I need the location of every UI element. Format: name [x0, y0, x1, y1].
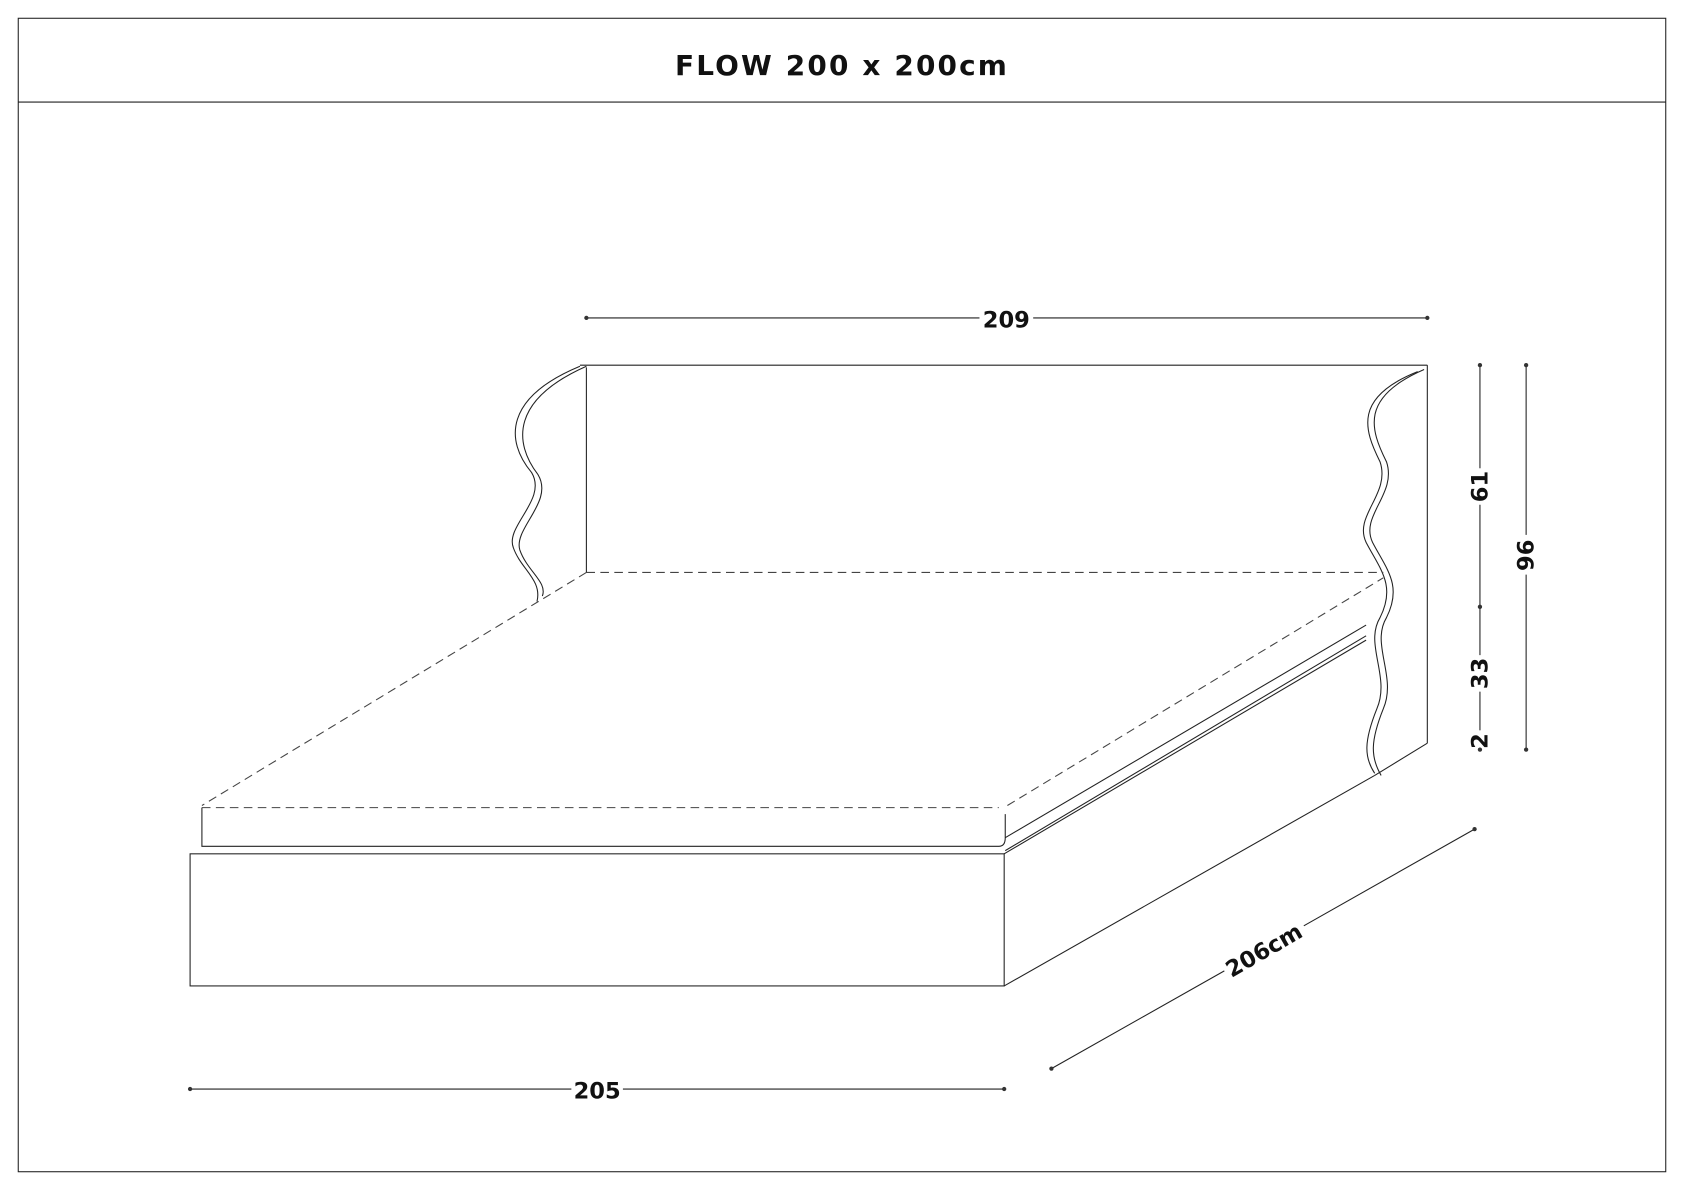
leg-height-label: 2	[1467, 733, 1493, 749]
dimension-base-width: 205	[187, 1079, 1007, 1105]
base-width-label: 205	[574, 1079, 621, 1105]
drawing-title: FLOW 200 x 200cm	[675, 49, 1009, 82]
bed-base	[189, 639, 1375, 987]
page-frame	[17, 17, 1667, 1173]
dimension-length: 206cm	[1049, 826, 1477, 1071]
base-height-label: 33	[1467, 658, 1493, 689]
headboard	[511, 364, 1428, 776]
length-label: 206cm	[1221, 919, 1307, 983]
headboard-height-label: 61	[1467, 471, 1493, 502]
headboard-width-label: 209	[983, 308, 1030, 334]
dimension-heights: 61 33 2 96	[1467, 363, 1540, 752]
total-height-label: 96	[1514, 540, 1540, 571]
mattress	[201, 571, 1384, 852]
dimension-headboard-width: 209	[584, 308, 1430, 334]
